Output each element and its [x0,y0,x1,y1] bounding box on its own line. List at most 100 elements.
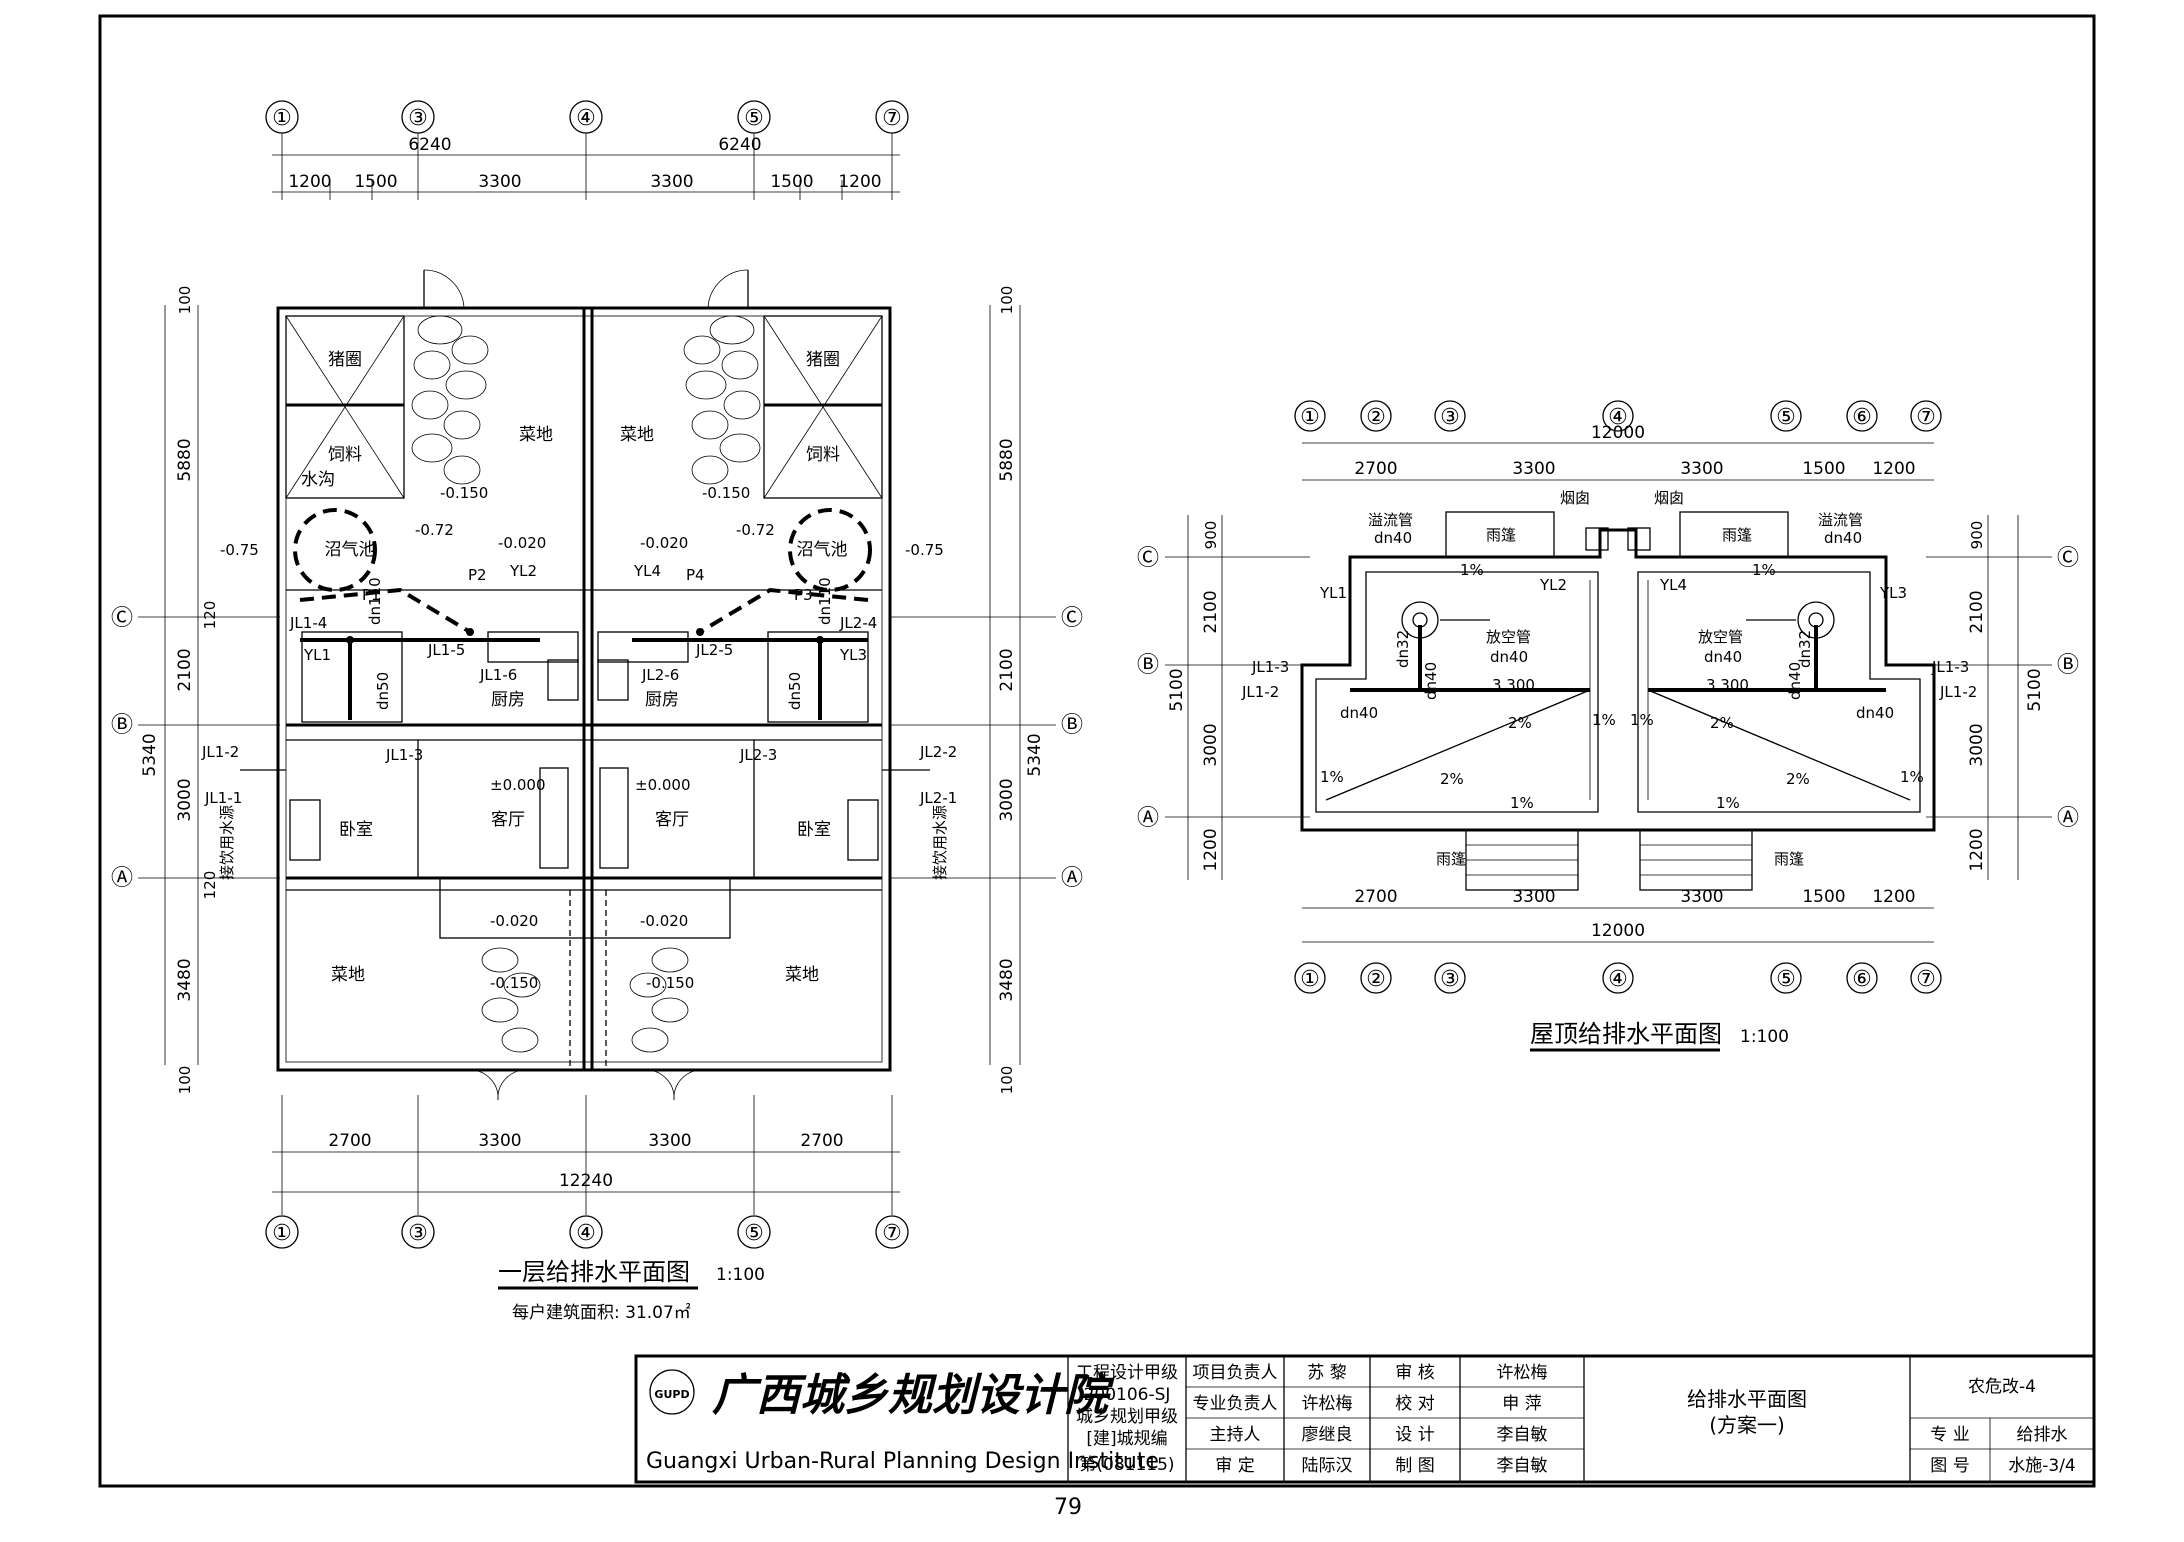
svg-text:JL1-3: JL1-3 [1931,658,1969,676]
room-kitchen: 厨房 [491,690,525,710]
svg-text:李自敏: 李自敏 [1497,1425,1548,1445]
svg-text:3480: 3480 [175,958,195,1001]
room-pigpen: 猪圈 [328,350,362,370]
plan1-annotations: -0.75 -0.75 -0.150 -0.150 -0.72 -0.72 -0… [201,484,957,992]
svg-text:3300: 3300 [1512,459,1555,479]
svg-text:审 定: 审 定 [1215,1456,1254,1476]
svg-text:dn32: dn32 [1394,630,1412,668]
svg-text:接饮用水源: 接饮用水源 [931,805,949,880]
svg-text:⑥: ⑥ [1852,405,1872,430]
svg-text:-0.020: -0.020 [498,534,546,552]
svg-text:120: 120 [201,601,219,630]
room-living: 客厅 [491,810,525,830]
svg-text:③: ③ [1440,405,1460,430]
svg-text:-0.72: -0.72 [415,521,454,539]
svg-text:12240: 12240 [559,1171,613,1191]
svg-text:[建]城规编: [建]城规编 [1086,1429,1167,1449]
svg-text:3300: 3300 [1512,887,1555,907]
svg-text:⑦: ⑦ [1916,405,1936,430]
svg-text:Ⓐ: Ⓐ [1137,806,1159,831]
svg-text:JL1-6: JL1-6 [479,666,517,684]
svg-text:-0.020: -0.020 [640,534,688,552]
svg-text:1200: 1200 [1967,828,1987,871]
svg-text:dn40: dn40 [1422,662,1440,700]
svg-text:dn40: dn40 [1374,529,1412,547]
svg-text:YL3: YL3 [1879,584,1907,602]
svg-text:工程设计甲级: 工程设计甲级 [1076,1363,1178,1383]
svg-text:放空管: 放空管 [1486,628,1531,646]
svg-text:专 业: 专 业 [1930,1425,1969,1445]
svg-text:Ⓒ: Ⓒ [1137,546,1159,571]
svg-text:③: ③ [1440,967,1460,992]
svg-text:3000: 3000 [175,778,195,821]
svg-text:2%: 2% [1508,714,1532,732]
svg-text:②: ② [1366,405,1386,430]
plan1-walls [276,269,892,1101]
axis-bubble: Ⓐ [1061,866,1083,891]
svg-text:100: 100 [176,286,194,315]
svg-text:YL1: YL1 [1319,584,1347,602]
room-pigpen: 猪圈 [806,350,840,370]
plan1-area-note: 每户建筑面积: 31.07㎡ [512,1303,691,1323]
plan1-title: 一层给排水平面图 [498,1258,690,1286]
svg-text:P2: P2 [468,566,487,584]
svg-text:④: ④ [1608,405,1628,430]
room-garden: 菜地 [331,965,365,985]
svg-text:12000: 12000 [1591,921,1645,941]
svg-text:1200: 1200 [1872,459,1915,479]
svg-text:2700: 2700 [328,1131,371,1151]
svg-text:2700: 2700 [1354,887,1397,907]
svg-text:2%: 2% [1786,770,1810,788]
plan1-top-dimensions: 6240 6240 1200 1500 3300 3300 1500 1200 [272,135,900,200]
svg-text:1%: 1% [1716,794,1740,812]
svg-text:2700: 2700 [1354,459,1397,479]
svg-text:①: ① [272,1221,292,1246]
axis-bubble: ① [272,106,292,131]
svg-text:接饮用水源: 接饮用水源 [218,805,236,880]
svg-text:JL1-3: JL1-3 [385,746,423,764]
svg-text:⑥: ⑥ [1852,967,1872,992]
room-biogas: 沼气池 [797,540,848,560]
svg-text:JL1-4: JL1-4 [289,614,327,632]
dim: 1200 [838,172,881,192]
svg-text:①: ① [1300,405,1320,430]
plan1-plumbing [240,587,930,771]
svg-text:±0.000: ±0.000 [490,776,546,794]
drawing-title: 给排水平面图 [1687,1387,1807,1411]
room-biogas: 沼气池 [325,540,376,560]
svg-text:12000: 12000 [1591,423,1645,443]
ground-floor-plan: ① ③ ④ ⑤ ⑦ 6240 6240 1200 1500 3300 3300 … [111,100,1083,1323]
svg-text:雨篷: 雨篷 [1486,526,1516,544]
svg-text:申 萍: 申 萍 [1502,1394,1541,1414]
svg-text:dn40: dn40 [1340,704,1378,722]
room-bedroom: 卧室 [797,820,831,840]
svg-text:dn110: dn110 [366,577,384,625]
dim-total-left: 6240 [408,135,451,155]
svg-text:④: ④ [576,1221,596,1246]
svg-text:dn40: dn40 [1704,648,1742,666]
svg-text:JL1-2: JL1-2 [1241,683,1279,701]
page-number: 79 [1054,1495,1082,1520]
room-garden: 菜地 [519,425,553,445]
svg-text:100: 100 [998,1066,1016,1095]
plan1-room-labels: 猪圈 猪圈 饲料 饲料 水沟 沼气池 沼气池 菜地 菜地 菜地 菜地 厨房 厨房… [301,350,848,985]
svg-text:⑤: ⑤ [1776,405,1796,430]
svg-text:-0.72: -0.72 [736,521,775,539]
svg-text:3300: 3300 [648,1131,691,1151]
svg-text:YL4: YL4 [1659,576,1687,594]
svg-text:JL1-5: JL1-5 [427,641,465,659]
dim: 1500 [354,172,397,192]
svg-text:dn50: dn50 [786,672,804,710]
svg-text:200106-SJ: 200106-SJ [1084,1385,1171,1405]
dim: 3300 [478,172,521,192]
axis-bubble: ⑤ [744,106,764,131]
svg-text:5880: 5880 [175,438,195,481]
axis-bubble: ③ [408,106,428,131]
svg-text:雨篷: 雨篷 [1722,526,1752,544]
svg-text:JL2-1: JL2-1 [919,789,957,807]
svg-text:给排水: 给排水 [2017,1425,2068,1445]
stepping-stones [411,315,761,1053]
institute-name-cn: 广西城乡规划设计院 [712,1370,1115,1421]
svg-text:dn110: dn110 [816,577,834,625]
svg-text:JL2-3: JL2-3 [739,746,777,764]
